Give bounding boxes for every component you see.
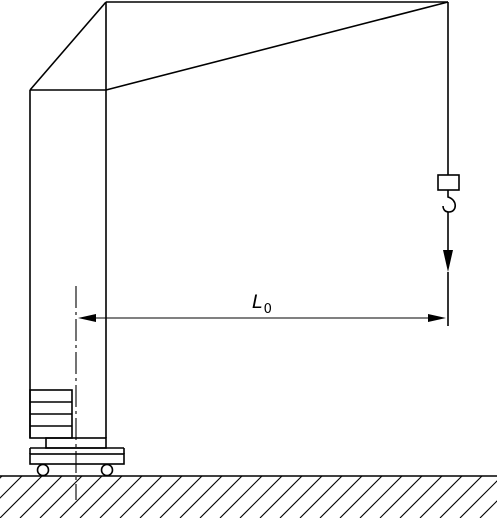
counterweight-blocks bbox=[29, 389, 73, 439]
dimension-label: L0 bbox=[252, 291, 272, 317]
hatch-line bbox=[239, 476, 283, 518]
dimension-label-main: L bbox=[252, 291, 263, 313]
hatch-line bbox=[299, 476, 343, 518]
hatch-line bbox=[319, 476, 363, 518]
tower-mast bbox=[29, 1, 107, 438]
hatch-line bbox=[399, 476, 443, 518]
hatch-line bbox=[179, 476, 223, 518]
hatch-line bbox=[359, 476, 403, 518]
hatch-line bbox=[419, 476, 463, 518]
hatch-line bbox=[219, 476, 263, 518]
hatch-line bbox=[39, 476, 83, 518]
hatch-line bbox=[59, 476, 103, 518]
hatch-line bbox=[0, 476, 23, 499]
hatch-line bbox=[0, 476, 43, 518]
hatch-line bbox=[479, 500, 497, 518]
hatch-line bbox=[379, 476, 423, 518]
dimension-arrow-right bbox=[428, 314, 446, 322]
load-arrow-head bbox=[443, 250, 453, 272]
hatch-line bbox=[159, 476, 203, 518]
jib-boom bbox=[105, 1, 449, 91]
wheels bbox=[36, 463, 114, 477]
ground-hatching bbox=[0, 476, 497, 518]
hook-block bbox=[437, 174, 460, 191]
hatch-line bbox=[79, 476, 123, 518]
dimension-label-subscript: 0 bbox=[264, 302, 272, 317]
hatch-line bbox=[19, 476, 63, 518]
hatch-line bbox=[459, 480, 497, 518]
hatch-line bbox=[199, 476, 243, 518]
hatch-line bbox=[99, 476, 143, 518]
hatch-line bbox=[439, 476, 483, 518]
hatch-line bbox=[339, 476, 383, 518]
dimension-arrow-left bbox=[78, 314, 96, 322]
hatch-line bbox=[279, 476, 323, 518]
hatch-line bbox=[259, 476, 303, 518]
hatch-line bbox=[139, 476, 183, 518]
hook-icon bbox=[442, 190, 457, 213]
hatch-line bbox=[119, 476, 163, 518]
crane-base bbox=[29, 437, 125, 465]
